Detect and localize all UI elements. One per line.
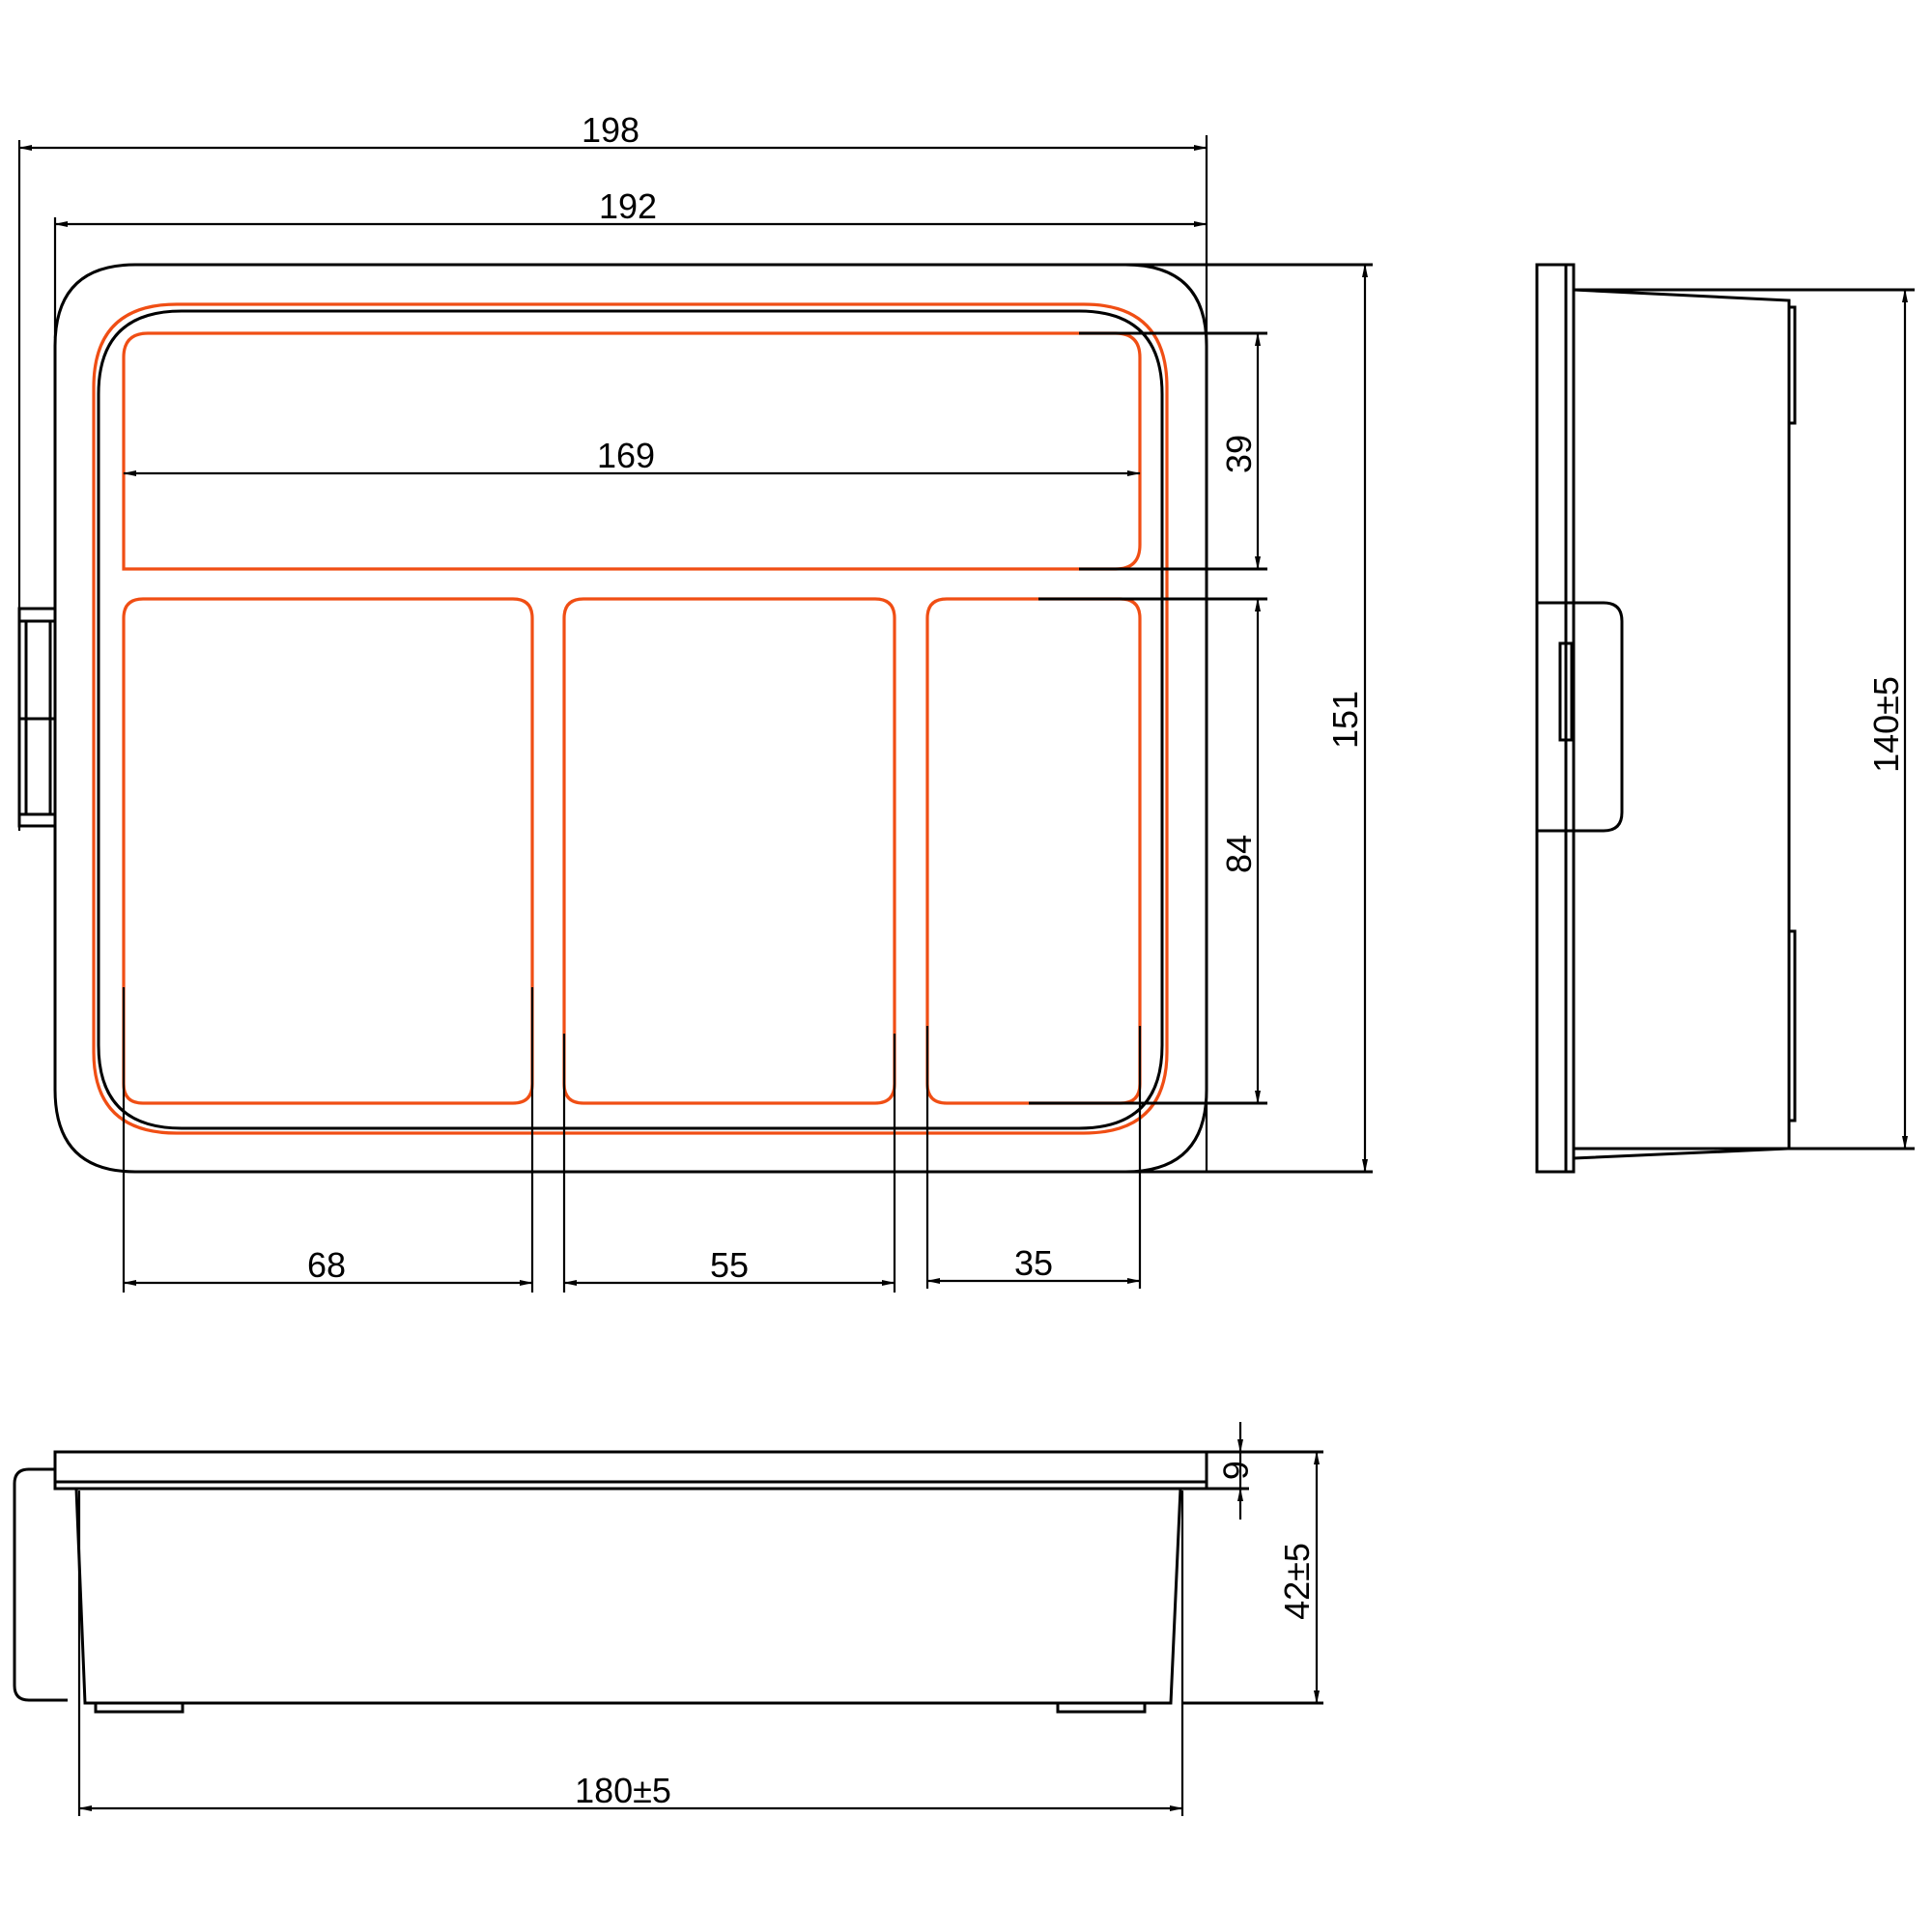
compartment-2 bbox=[562, 597, 896, 1105]
dim-lower-compartment-depth: 84 bbox=[1219, 835, 1259, 873]
rim-outline-black bbox=[97, 309, 1164, 1130]
rim-profile bbox=[53, 1450, 1208, 1484]
dim-top-compartment-depth: 39 bbox=[1219, 435, 1259, 473]
side-handle bbox=[17, 607, 57, 828]
compartment-top bbox=[122, 331, 1142, 571]
dim-body-depth: 140±5 bbox=[1866, 676, 1906, 773]
dim-body-width: 192 bbox=[599, 186, 657, 226]
dim-overall-height: 42±5 bbox=[1277, 1543, 1317, 1620]
compartment-1 bbox=[122, 597, 534, 1105]
front-handle-profile bbox=[13, 1467, 68, 1702]
dim-compartment-1-width: 68 bbox=[307, 1245, 346, 1285]
dim-bottom-width: 180±5 bbox=[575, 1771, 671, 1810]
rim-outline-orange bbox=[92, 302, 1169, 1135]
dim-top-compartment-width: 169 bbox=[597, 436, 655, 475]
front-view: 180±5 6 42±5 bbox=[13, 1422, 1323, 1816]
side-handle-profile bbox=[1537, 601, 1624, 833]
dim-compartment-2-width: 55 bbox=[710, 1245, 749, 1285]
dim-overall-width: 198 bbox=[582, 110, 639, 150]
dim-overall-depth: 151 bbox=[1325, 691, 1365, 749]
tray-body-profile bbox=[74, 1488, 1182, 1705]
top-view: 198 192 169 bbox=[17, 110, 1373, 1293]
dim-compartment-3-width: 35 bbox=[1014, 1243, 1053, 1283]
compartment-3 bbox=[925, 597, 1142, 1105]
dim-rim-height: 6 bbox=[1215, 1461, 1255, 1480]
side-view: 140±5 bbox=[1535, 263, 1915, 1174]
tray-outer-body bbox=[53, 263, 1208, 1174]
